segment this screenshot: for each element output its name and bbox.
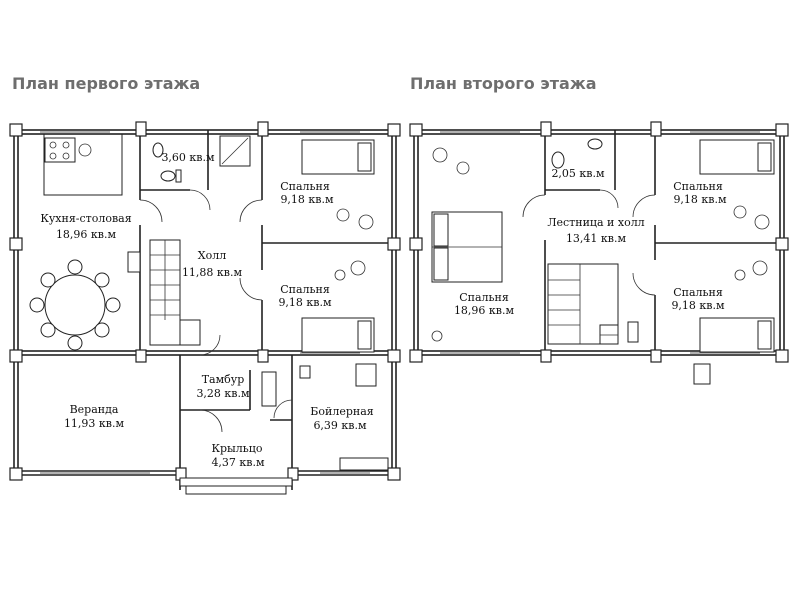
first-floor-plan: Кухня-столовая 18,96 кв.м 3,60 кв.м Спал… bbox=[9, 121, 401, 495]
second-floor-beds bbox=[699, 139, 775, 353]
room-bedroom-1-area: 9,18 кв.м bbox=[280, 193, 334, 206]
second-floor-bathroom-fixtures bbox=[551, 138, 603, 169]
room-stair-hall-name: Лестница и холл bbox=[547, 216, 644, 229]
room-porch-area: 4,37 кв.м bbox=[211, 456, 265, 469]
first-floor-title: План первого этажа bbox=[12, 74, 201, 93]
room-hall-area: 11,88 кв.м bbox=[182, 266, 243, 279]
first-floor-staircase bbox=[127, 239, 201, 346]
room-bedroom-3-area: 9,18 кв.м bbox=[673, 193, 727, 206]
second-floor-double-bed bbox=[431, 211, 503, 283]
room-bedroom-1-name: Спальня bbox=[280, 180, 330, 193]
first-floor-log-ends bbox=[9, 121, 401, 481]
first-floor-doors bbox=[139, 189, 293, 495]
room-bathroom-area: 3,60 кв.м bbox=[161, 151, 215, 164]
first-floor-beds bbox=[301, 139, 375, 353]
dining-table bbox=[29, 259, 121, 351]
room-kitchen-name: Кухня-столовая bbox=[40, 212, 131, 225]
room-bedroom-5-area: 9,18 кв.м bbox=[671, 299, 725, 312]
room-bedroom-2-area: 9,18 кв.м bbox=[278, 296, 332, 309]
second-floor-room-labels: 2,05 кв.м Спальня 9,18 кв.м Лестница и х… bbox=[454, 167, 727, 317]
first-floor-bathroom-fixtures bbox=[152, 135, 251, 183]
room-bedroom-4-area: 18,96 кв.м bbox=[454, 304, 515, 317]
second-floor-windows bbox=[440, 131, 760, 354]
first-floor-room-labels: Кухня-столовая 18,96 кв.м 3,60 кв.м Спал… bbox=[40, 151, 373, 469]
room-stair-hall-area: 13,41 кв.м bbox=[566, 232, 627, 245]
room-veranda-name: Веранда bbox=[70, 403, 119, 416]
room-kitchen-area: 18,96 кв.м bbox=[56, 228, 117, 241]
room-hall-name: Холл bbox=[198, 249, 226, 262]
kitchen-counter bbox=[43, 134, 123, 196]
room-bedroom-3-name: Спальня bbox=[673, 180, 723, 193]
first-floor-plants bbox=[334, 208, 374, 281]
first-floor-windows bbox=[40, 131, 370, 474]
room-bedroom-4-name: Спальня bbox=[459, 291, 509, 304]
room-vestibule-area: 3,28 кв.м bbox=[196, 387, 250, 400]
second-floor-staircase bbox=[547, 263, 639, 345]
room-bathroom-2-area: 2,05 кв.м bbox=[551, 167, 605, 180]
second-floor-doors bbox=[522, 189, 656, 296]
second-floor-title: План второго этажа bbox=[410, 74, 597, 93]
second-floor-plan: 2,05 кв.м Спальня 9,18 кв.м Лестница и х… bbox=[409, 121, 789, 385]
room-boiler-name: Бойлерная bbox=[310, 405, 373, 418]
room-vestibule-name: Тамбур bbox=[202, 373, 245, 386]
second-floor-plants bbox=[431, 147, 770, 342]
room-bedroom-2-name: Спальня bbox=[280, 283, 330, 296]
boiler-equipment bbox=[261, 363, 389, 471]
room-veranda-area: 11,93 кв.м bbox=[64, 417, 125, 430]
room-boiler-area: 6,39 кв.м bbox=[313, 419, 367, 432]
room-bedroom-5-name: Спальня bbox=[673, 286, 723, 299]
room-porch-name: Крыльцо bbox=[212, 442, 263, 455]
second-floor-log-ends bbox=[409, 121, 789, 385]
